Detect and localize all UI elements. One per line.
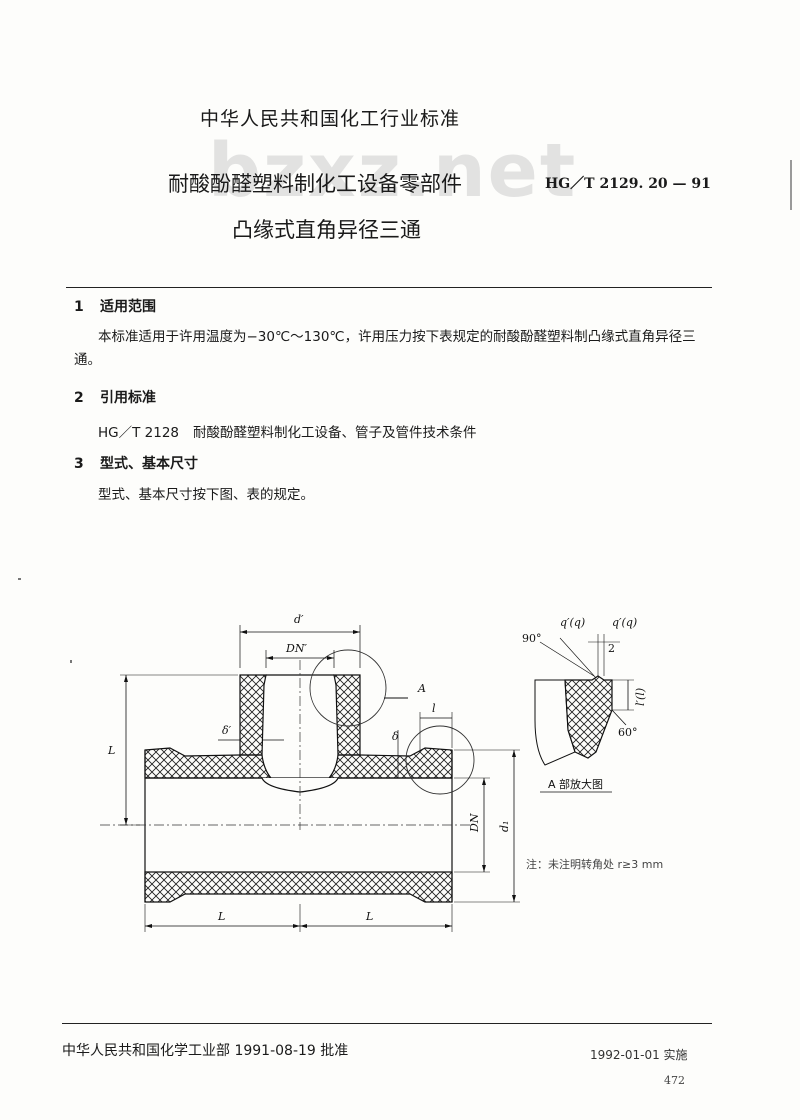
section-number: 2: [74, 390, 84, 406]
footer-rule: [62, 1023, 712, 1024]
document-title-line2: 凸缘式直角异径三通: [232, 218, 421, 242]
main-tee-view: d′ DN′ A δ′ δ l L DN d₁ L L: [100, 613, 520, 932]
label-l-left: L: [217, 910, 225, 923]
detail-a-view: q′(q) q′(q) 90° 2 l′(l) 60° A 部放大图 注：未注明…: [522, 616, 663, 871]
lower-run-wall: [144, 871, 453, 903]
label-l-height: L: [107, 744, 115, 757]
section-2-heading: 2 引用标准: [74, 387, 156, 407]
branch-left-wall: [239, 674, 267, 756]
section-number: 1: [74, 299, 84, 315]
label-dn-prime: DN′: [285, 642, 307, 655]
section-number: 3: [74, 456, 84, 472]
section-3-text: 型式、基本尺寸按下图、表的规定。: [98, 487, 314, 503]
branch-right-wall: [333, 674, 361, 756]
label-d1: d₁: [498, 821, 511, 832]
header-rule: [66, 287, 712, 288]
standard-organization: 中华人民共和国化工行业标准: [200, 108, 461, 130]
label-angle-60: 60°: [618, 726, 638, 739]
scan-speck: [70, 660, 72, 663]
detail-caption: A 部放大图: [548, 777, 603, 791]
page-number: 472: [664, 1074, 685, 1087]
standard-code: HG／T 2129. 20 — 91: [545, 176, 711, 192]
label-dn: DN: [468, 813, 481, 833]
approval-statement: 中华人民共和国化学工业部 1991-08-19 批准: [62, 1043, 349, 1059]
detail-a-section: [564, 675, 613, 759]
section-3-heading: 3 型式、基本尺寸: [74, 453, 198, 473]
label-d-prime: d′: [294, 613, 304, 626]
label-delta: δ: [392, 730, 399, 743]
section-1-heading: 1 适用范围: [74, 296, 156, 316]
label-delta-prime: δ′: [222, 724, 232, 737]
section-title: 适用范围: [100, 299, 156, 315]
label-l-detail: l′(l): [634, 688, 647, 706]
label-dim-2: 2: [608, 642, 615, 655]
section-title: 型式、基本尺寸: [100, 456, 198, 472]
section-1-text: 本标准适用于许用温度为−30℃～130℃，许用压力按下表规定的耐酸酚醛塑料制凸缘…: [74, 329, 696, 368]
drawing-note: 注：未注明转角处 r≥3 mm: [526, 857, 663, 871]
label-l-small: l: [432, 702, 436, 715]
watermark: bzxz.net: [208, 128, 578, 214]
section-title: 引用标准: [100, 390, 156, 406]
label-q-right: q′(q): [612, 616, 637, 629]
label-angle-90: 90°: [522, 632, 542, 645]
reference-code: HG／T 2128: [98, 425, 180, 441]
label-detail-a: A: [417, 682, 426, 695]
reference-title: 耐酸酚醛塑料制化工设备、管子及管件技术条件: [193, 425, 477, 441]
section-2-reference: HG／T 2128 耐酸酚醛塑料制化工设备、管子及管件技术条件: [98, 422, 477, 445]
label-l-right: L: [365, 910, 373, 923]
implementation-date: 1992-01-01 实施: [590, 1048, 688, 1062]
document-title-line1: 耐酸酚醛塑料制化工设备零部件: [168, 172, 462, 196]
scan-edge-mark: [790, 160, 792, 210]
tee-drawing: d′ DN′ A δ′ δ l L DN d₁ L L q′(q) q′(q) …: [100, 613, 663, 932]
scan-speck: [18, 578, 21, 580]
label-q-left: q′(q): [560, 616, 585, 629]
